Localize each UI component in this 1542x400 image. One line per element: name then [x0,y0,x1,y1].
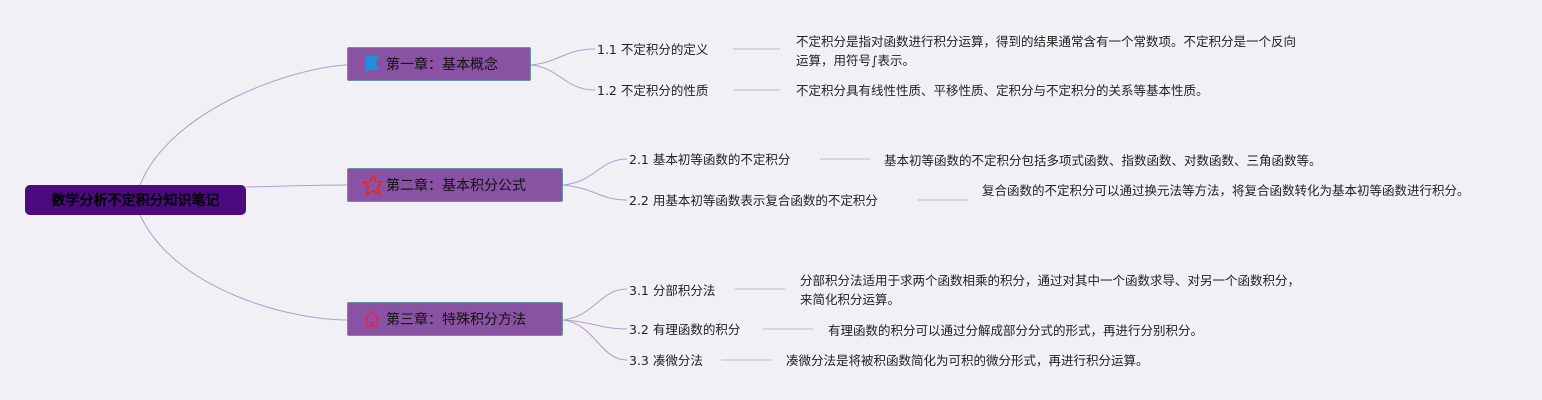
topic-2-1-desc: 基本初等函数的不定积分包括多项式函数、指数函数、对数函数、三角函数等。 [884,153,1322,168]
home-icon [362,309,382,329]
chapter-3-title: 第三章：特殊积分方法 [386,312,526,328]
topic-1-1-desc: 不定积分是指对函数进行积分运算，得到的结果通常含有一个常数项。不定积分是一个反向… [796,34,1297,68]
topic-3-3-desc: 凑微分法是将被积函数简化为可积的微分形式，再进行积分运算。 [786,353,1149,368]
chapter-2-title: 第二章：基本积分公式 [386,178,526,194]
chapter-2-node[interactable]: 第二章：基本积分公式 [347,168,563,202]
root-node[interactable]: 数学分析不定积分知识笔记 [25,185,246,215]
chapter-3-node[interactable]: 第三章：特殊积分方法 [347,302,563,336]
topic-2-2-desc: 复合函数的不定积分可以通过换元法等方法，将复合函数转化为基本初等函数进行积分。 [982,183,1470,198]
root-title: 数学分析不定积分知识笔记 [51,193,220,209]
topic-3-2-desc: 有理函数的积分可以通过分解成部分分式的形式，再进行分别积分。 [828,323,1204,338]
star-icon [362,174,382,196]
topic-2-2[interactable]: 2.2 用基本初等函数表示复合函数的不定积分 [629,193,878,208]
topic-1-1[interactable]: 1.1 不定积分的定义 [597,42,709,57]
topic-3-1[interactable]: 3.1 分部积分法 [629,283,716,298]
topic-1-2-desc: 不定积分具有线性性质、平移性质、定积分与不定积分的关系等基本性质。 [796,83,1209,98]
topic-1-2[interactable]: 1.2 不定积分的性质 [597,83,709,98]
topic-3-2[interactable]: 3.2 有理函数的积分 [629,322,741,337]
chapter-1-node[interactable]: 第一章：基本概念 [347,47,531,81]
topic-3-3[interactable]: 3.3 凑微分法 [629,353,703,368]
topic-2-1[interactable]: 2.1 基本初等函数的不定积分 [629,152,791,167]
flag-icon [362,54,382,74]
chapter-1-title: 第一章：基本概念 [386,57,498,73]
topic-3-1-desc: 分部积分法适用于求两个函数相乘的积分，通过对其中一个函数求导、对另一个函数积分，… [800,273,1301,307]
